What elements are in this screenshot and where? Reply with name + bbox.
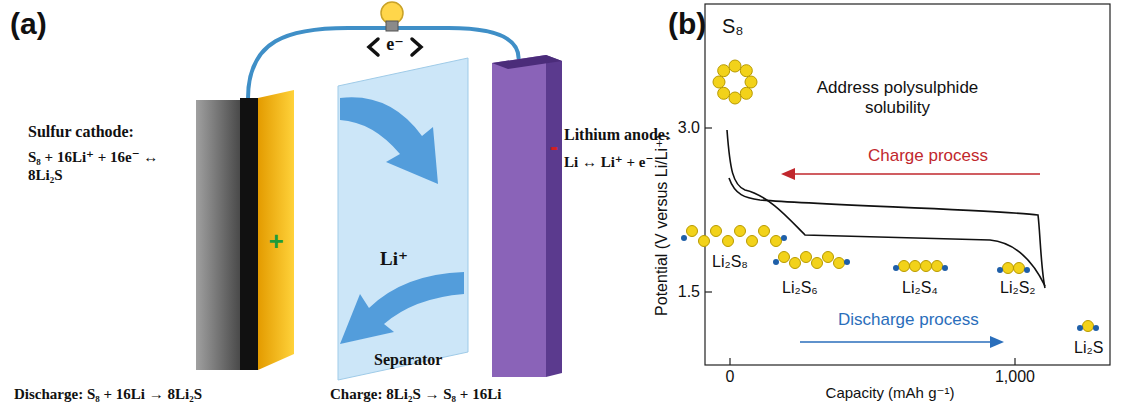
sulfur-cathode: Sulfur cathode:S₈ + 16Li⁺ + 16e⁻ ↔ 8Li₂S… xyxy=(196,90,296,370)
lithium-atom xyxy=(844,259,850,265)
discharge-curve xyxy=(727,130,1045,286)
illustration-part xyxy=(340,97,438,184)
species-label: Li₂S₆ xyxy=(782,278,818,297)
reaction-equation: Charge: 8Li₂S → S₈ + 16Li xyxy=(330,385,501,403)
half-reaction: Li ↔ Li⁺ + e⁻ xyxy=(564,153,714,171)
lithium-atom xyxy=(1024,267,1030,273)
species-label: Li₂S₄ xyxy=(902,278,938,297)
polarity-sign: - xyxy=(544,133,564,162)
axis-tick xyxy=(705,291,712,292)
species-label: Li₂S₈ xyxy=(712,252,748,271)
process-label: Discharge process xyxy=(838,310,979,330)
polarity-sign: + xyxy=(262,226,290,257)
sulfur-atom xyxy=(801,252,812,263)
species-label: Li₂S xyxy=(1074,338,1103,357)
bulb-base xyxy=(386,21,398,31)
sulfur-atom xyxy=(932,261,943,272)
sulfur-atom xyxy=(729,92,741,104)
sulfur-atom xyxy=(735,226,746,237)
sulfur-atom xyxy=(779,252,790,263)
tick-label: 1,000 xyxy=(985,367,1045,386)
sulfur-atom xyxy=(729,60,741,72)
sulfur-atom xyxy=(910,261,921,272)
axis-title: Potential (V versus Li/Li⁺) xyxy=(652,134,671,316)
discharge-arrow-head xyxy=(990,336,1004,348)
sulfur-atom xyxy=(699,236,710,247)
sulfur-atom xyxy=(1014,263,1025,274)
sulfur-atom xyxy=(812,258,823,269)
light-bulb xyxy=(381,2,403,31)
sulfur-atom xyxy=(711,226,722,237)
electron-arrow xyxy=(369,39,378,55)
ion-label: Li⁺ xyxy=(380,248,430,271)
electrode-heading: Sulfur cathode: xyxy=(28,122,193,141)
sulfur-atom xyxy=(713,76,725,88)
sulfur-atom xyxy=(790,258,801,269)
charge-arrow xyxy=(792,173,1040,175)
sulfur-atom xyxy=(1003,263,1014,274)
lithium-anode-shape xyxy=(492,55,562,377)
electron-label: e⁻ xyxy=(382,34,408,56)
lithium-atom xyxy=(1093,325,1099,331)
separator: Li⁺ Separator xyxy=(338,58,468,380)
lithium-atom xyxy=(942,265,948,271)
reaction-equation: Discharge: S₈ + 16Li → 8Li₂S xyxy=(14,385,202,403)
sulfur-atom xyxy=(759,226,770,237)
sulfur-atom xyxy=(823,252,834,263)
sulfur-atom xyxy=(718,87,730,99)
charge-arrow-head xyxy=(781,168,795,180)
species-label: Li₂S₂ xyxy=(1000,278,1036,297)
sulfur-atom xyxy=(834,258,845,269)
tick-label: 0 xyxy=(710,367,750,386)
sulfur-atom xyxy=(740,87,752,99)
sulfur-atom xyxy=(771,236,782,247)
illustration-part xyxy=(492,55,546,377)
axis-title: Capacity (mAh g⁻¹) xyxy=(760,384,1020,402)
panel-letter: (a) xyxy=(10,6,47,42)
separator-shape xyxy=(338,58,468,380)
lithium-anode: Lithium anode:Li ↔ Li⁺ + e⁻- xyxy=(492,55,562,377)
electron-arrow xyxy=(412,39,421,55)
half-reaction: S₈ + 16Li⁺ + 16e⁻ ↔ 8Li₂S xyxy=(28,148,193,184)
lithium-atom xyxy=(893,265,899,271)
lithium-atom xyxy=(997,267,1003,273)
species-label: S₈ xyxy=(722,14,744,38)
sulfur-atom xyxy=(1083,321,1094,332)
illustration-part xyxy=(240,98,258,370)
axis-tick xyxy=(1014,358,1015,365)
sulfur-atom xyxy=(718,65,730,77)
sulfur-atom xyxy=(740,65,752,77)
illustration-part xyxy=(546,55,562,377)
lithium-atom xyxy=(681,235,687,241)
process-label: Charge process xyxy=(868,146,988,166)
chart-note: Address polysulphide solubility xyxy=(795,78,1000,119)
illustration-part xyxy=(340,272,464,344)
panel-letter: (b) xyxy=(668,6,706,42)
sulfur-atom xyxy=(747,236,758,247)
sulfur-atom xyxy=(745,76,757,88)
molecule-icons xyxy=(681,60,1099,332)
sulfur-atom xyxy=(899,261,910,272)
axis-tick xyxy=(729,358,730,365)
discharge-arrow xyxy=(800,341,992,343)
illustration-part xyxy=(196,100,240,370)
separator-label: Separator xyxy=(374,350,464,369)
illustration-part xyxy=(258,90,294,370)
illustration-part xyxy=(338,58,468,380)
illustration-part xyxy=(492,55,562,69)
lithium-atom xyxy=(1077,325,1083,331)
sulfur-atom xyxy=(723,236,734,247)
lithium-atom xyxy=(781,235,787,241)
axis-tick xyxy=(705,127,712,128)
lithium-atom xyxy=(773,259,779,265)
charge-curve xyxy=(729,178,1045,288)
plot-frame xyxy=(705,4,1110,365)
sulfur-atom xyxy=(921,261,932,272)
sulfur-atom xyxy=(687,226,698,237)
